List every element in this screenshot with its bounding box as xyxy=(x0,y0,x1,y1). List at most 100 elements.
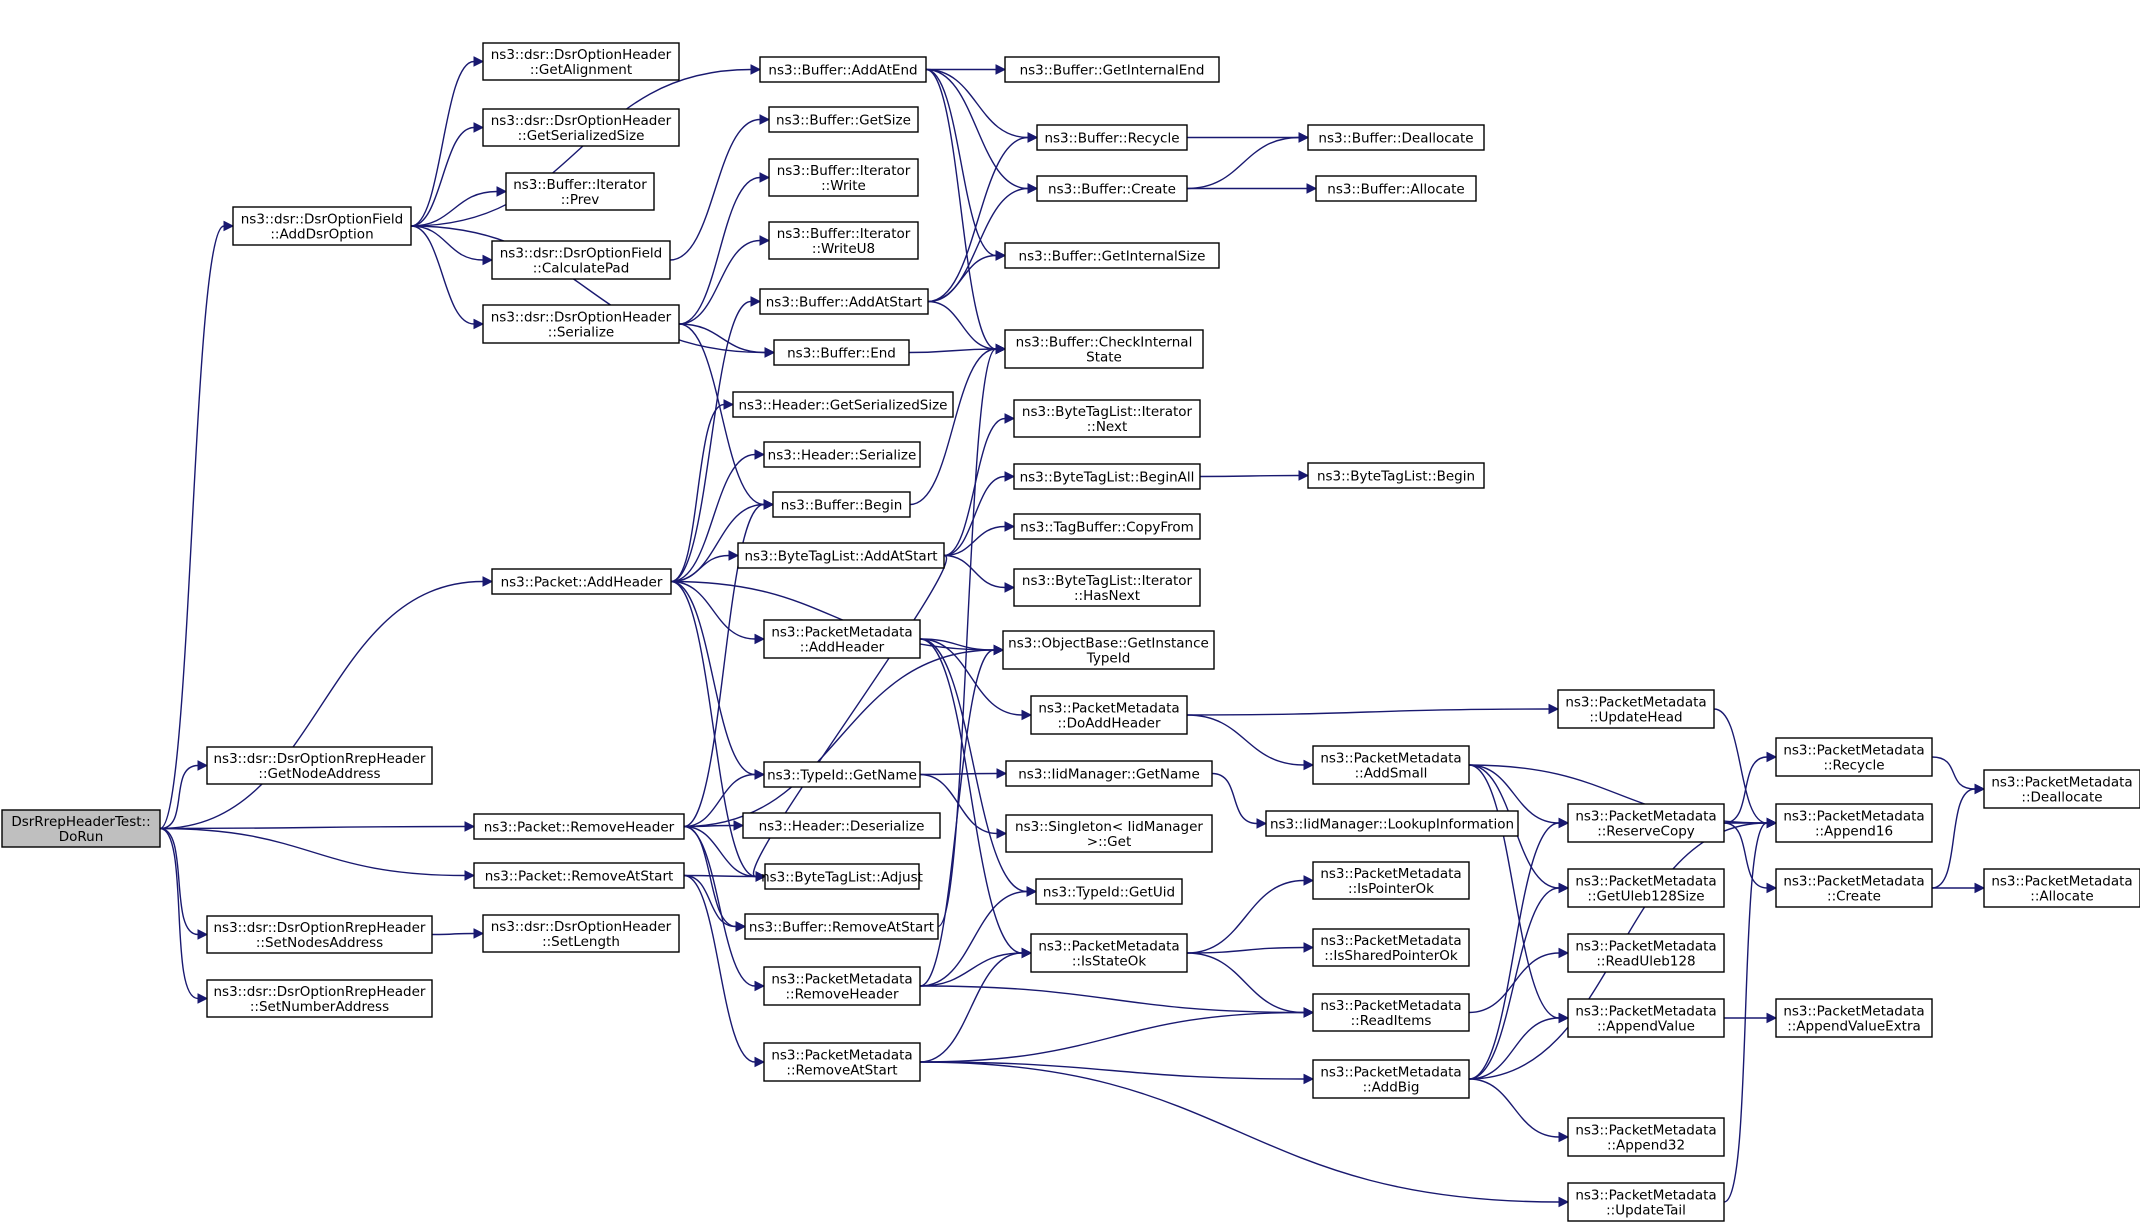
node-ns3-buffer-getinternalsize[interactable]: ns3::Buffer::GetInternalSize xyxy=(1004,242,1220,269)
node-ns3-packet-addheader[interactable]: ns3::Packet::AddHeader xyxy=(491,568,672,595)
node-ns3-buffer-allocate[interactable]: ns3::Buffer::Allocate xyxy=(1315,175,1477,202)
node-ns3-dsr-dsroptionheader-getalignment[interactable]: ns3::dsr::DsrOptionHeader::GetAlignment xyxy=(482,42,680,81)
node-ns3-dsr-dsroptionheader-setlength[interactable]: ns3::dsr::DsrOptionHeader::SetLength xyxy=(482,914,680,953)
node-ns3-packetmetadata-issharedpointerok[interactable]: ns3::PacketMetadata::IsSharedPointerOk xyxy=(1312,928,1470,967)
node-ns3-buffer-end[interactable]: ns3::Buffer::End xyxy=(773,339,910,366)
node-box xyxy=(768,158,919,197)
node-ns3-packetmetadata-deallocate[interactable]: ns3::PacketMetadata::Deallocate xyxy=(1983,769,2140,809)
call-edge-n30-n45 xyxy=(919,886,1038,987)
node-ns3-packetmetadata-readitems[interactable]: ns3::PacketMetadata::ReadItems xyxy=(1312,993,1470,1032)
node-ns3-header-serialize[interactable]: ns3::Header::Serialize xyxy=(763,441,921,468)
node-ns3-buffer-recycle[interactable]: ns3::Buffer::Recycle xyxy=(1036,124,1188,151)
node-dsrrrepheadertest-dorun[interactable]: DsrRrepHeaderTest::DoRun xyxy=(1,809,161,848)
call-edge-n5-n23 xyxy=(683,499,775,828)
node-ns3-dsr-dsroptionheader-getserializedsize[interactable]: ns3::dsr::DsrOptionHeader::GetSerialized… xyxy=(482,108,680,147)
node-ns3-packetmetadata-create[interactable]: ns3::PacketMetadata::Create xyxy=(1775,868,1933,908)
node-ns3-packetmetadata-addheader[interactable]: ns3::PacketMetadata::AddHeader xyxy=(763,619,921,659)
node-ns3-dsr-dsroptionrrepheader-getnodeaddress[interactable]: ns3::dsr::DsrOptionRrepHeader::GetNodeAd… xyxy=(206,746,433,785)
node-ns3-packetmetadata-ispointerok[interactable]: ns3::PacketMetadata::IsPointerOk xyxy=(1312,861,1470,900)
node-ns3-packetmetadata-appendvalueextra[interactable]: ns3::PacketMetadata::AppendValueExtra xyxy=(1775,998,1933,1038)
node-ns3-buffer-iterator-prev[interactable]: ns3::Buffer::Iterator::Prev xyxy=(505,172,655,211)
node-ns3-buffer-iterator-write[interactable]: ns3::Buffer::Iterator::Write xyxy=(768,158,919,197)
node-ns3-bytetaglist-addatstart[interactable]: ns3::ByteTagList::AddAtStart xyxy=(737,542,945,569)
node-ns3-packetmetadata-appendvalue[interactable]: ns3::PacketMetadata::AppendValue xyxy=(1567,998,1725,1038)
node-ns3-packetmetadata-addsmall[interactable]: ns3::PacketMetadata::AddSmall xyxy=(1312,745,1470,785)
node-ns3-dsr-dsroptionfield-calculatepad[interactable]: ns3::dsr::DsrOptionField::CalculatePad xyxy=(491,240,671,280)
node-ns3-packetmetadata-recycle[interactable]: ns3::PacketMetadata::Recycle xyxy=(1775,737,1933,777)
node-ns3-buffer-getinternalend[interactable]: ns3::Buffer::GetInternalEnd xyxy=(1004,56,1220,83)
node-ns3-buffer-deallocate[interactable]: ns3::Buffer::Deallocate xyxy=(1307,124,1485,151)
node-ns3-packetmetadata-addbig[interactable]: ns3::PacketMetadata::AddBig xyxy=(1312,1059,1470,1099)
node-label: ::Deallocate xyxy=(2021,790,2102,806)
node-box xyxy=(482,914,680,953)
node-ns3-packetmetadata-doaddheader[interactable]: ns3::PacketMetadata::DoAddHeader xyxy=(1030,695,1188,735)
node-ns3-header-getserializedsize[interactable]: ns3::Header::GetSerializedSize xyxy=(732,391,954,418)
node-ns3-packetmetadata-allocate[interactable]: ns3::PacketMetadata::Allocate xyxy=(1983,868,2140,908)
node-ns3-singleton-iidmanager-get[interactable]: ns3::Singleton< IidManager>::Get xyxy=(1005,814,1213,853)
node-box xyxy=(763,1042,921,1082)
call-edge-n6-n31 xyxy=(683,874,766,1068)
node-box xyxy=(1775,998,1933,1038)
node-ns3-packetmetadata-append32[interactable]: ns3::PacketMetadata::Append32 xyxy=(1567,1117,1725,1157)
node-ns3-bytetaglist-iterator-next[interactable]: ns3::ByteTagList::Iterator::Next xyxy=(1013,399,1201,438)
node-box xyxy=(1013,568,1201,607)
node-ns3-packet-removeatstart[interactable]: ns3::Packet::RemoveAtStart xyxy=(473,862,685,889)
node-ns3-bytetaglist-beginall[interactable]: ns3::ByteTagList::BeginAll xyxy=(1013,463,1201,490)
node-label: ns3::PacketMetadata xyxy=(1575,874,1716,890)
node-ns3-dsr-dsroptionheader-serialize[interactable]: ns3::dsr::DsrOptionHeader::Serialize xyxy=(482,304,680,344)
node-ns3-dsr-dsroptionfield-adddsroption[interactable]: ns3::dsr::DsrOptionField::AddDsrOption xyxy=(232,206,412,246)
node-ns3-packetmetadata-append16[interactable]: ns3::PacketMetadata::Append16 xyxy=(1775,803,1933,843)
node-ns3-packetmetadata-getuleb128size[interactable]: ns3::PacketMetadata::GetUleb128Size xyxy=(1567,868,1725,908)
node-box xyxy=(1775,737,1933,777)
node-ns3-buffer-iterator-writeu8[interactable]: ns3::Buffer::Iterator::WriteU8 xyxy=(768,221,919,260)
call-edge-n43-n52 xyxy=(1211,772,1268,829)
node-ns3-typeid-getuid[interactable]: ns3::TypeId::GetUid xyxy=(1035,878,1183,905)
node-label: ns3::dsr::DsrOptionField xyxy=(241,212,403,228)
node-label: ::AppendValueExtra xyxy=(1787,1019,1921,1035)
node-ns3-packetmetadata-updatetail[interactable]: ns3::PacketMetadata::UpdateTail xyxy=(1567,1182,1725,1222)
node-ns3-packetmetadata-isstateok[interactable]: ns3::PacketMetadata::IsStateOk xyxy=(1030,933,1188,973)
node-ns3-tagbuffer-copyfrom[interactable]: ns3::TagBuffer::CopyFrom xyxy=(1013,513,1201,540)
node-box xyxy=(1567,803,1725,843)
node-box xyxy=(764,863,920,890)
node-ns3-bytetaglist-begin[interactable]: ns3::ByteTagList::Begin xyxy=(1307,462,1485,489)
node-ns3-buffer-begin[interactable]: ns3::Buffer::Begin xyxy=(772,491,911,518)
node-ns3-buffer-addatstart[interactable]: ns3::Buffer::AddAtStart xyxy=(759,288,929,315)
node-ns3-packetmetadata-removeheader[interactable]: ns3::PacketMetadata::RemoveHeader xyxy=(763,966,921,1006)
node-label: ns3::ByteTagList::Adjust xyxy=(761,870,923,886)
node-label: ns3::Singleton< IidManager xyxy=(1015,819,1203,835)
node-ns3-packetmetadata-removeatstart[interactable]: ns3::PacketMetadata::RemoveAtStart xyxy=(763,1042,921,1082)
node-box xyxy=(772,491,911,518)
call-edge-n46-n53 xyxy=(1186,875,1315,954)
node-ns3-header-deserialize[interactable]: ns3::Header::Deserialize xyxy=(742,812,941,839)
node-ns3-packetmetadata-updatehead[interactable]: ns3::PacketMetadata::UpdateHead xyxy=(1557,689,1715,729)
node-ns3-iidmanager-getname[interactable]: ns3::IidManager::GetName xyxy=(1005,760,1213,787)
call-edge-n3-n26 xyxy=(670,580,766,780)
call-edge-n1-n4 xyxy=(159,760,209,830)
node-ns3-bytetaglist-adjust[interactable]: ns3::ByteTagList::Adjust xyxy=(761,863,923,890)
node-ns3-buffer-removeatstart[interactable]: ns3::Buffer::RemoveAtStart xyxy=(744,913,939,940)
call-edge-n24-n40 xyxy=(943,554,1016,593)
node-ns3-dsr-dsroptionrrepheader-setnodesaddress[interactable]: ns3::dsr::DsrOptionRrepHeader::SetNodesA… xyxy=(206,915,433,954)
node-ns3-packet-removeheader[interactable]: ns3::Packet::RemoveHeader xyxy=(473,813,685,840)
node-box xyxy=(505,172,655,211)
node-ns3-buffer-getsize[interactable]: ns3::Buffer::GetSize xyxy=(768,106,919,133)
call-edge-n19-n35 xyxy=(927,250,1007,303)
node-label: ::AppendValue xyxy=(1597,1019,1695,1035)
node-ns3-typeid-getname[interactable]: ns3::TypeId::GetName xyxy=(763,761,921,788)
node-label: ns3::dsr::DsrOptionRrepHeader xyxy=(214,920,426,936)
node-ns3-dsr-dsroptionrrepheader-setnumberaddress[interactable]: ns3::dsr::DsrOptionRrepHeader::SetNumber… xyxy=(206,979,433,1018)
node-ns3-bytetaglist-iterator-hasnext[interactable]: ns3::ByteTagList::Iterator::HasNext xyxy=(1013,568,1201,607)
node-box xyxy=(1775,868,1933,908)
node-label: ns3::Buffer::CheckInternal xyxy=(1016,335,1193,351)
node-ns3-packetmetadata-reservecopy[interactable]: ns3::PacketMetadata::ReserveCopy xyxy=(1567,803,1725,843)
call-edge-n56-n60 xyxy=(1468,1012,1570,1080)
call-edge-n46-n55 xyxy=(1186,952,1315,1018)
call-edge-n24-n39 xyxy=(943,521,1016,557)
node-ns3-buffer-create[interactable]: ns3::Buffer::Create xyxy=(1036,175,1188,202)
node-ns3-iidmanager-lookupinformation[interactable]: ns3::IidManager::LookupInformation xyxy=(1265,810,1519,837)
node-ns3-buffer-addatend[interactable]: ns3::Buffer::AddAtEnd xyxy=(759,56,927,83)
node-ns3-packetmetadata-readuleb128[interactable]: ns3::PacketMetadata::ReadUleb128 xyxy=(1567,933,1725,973)
